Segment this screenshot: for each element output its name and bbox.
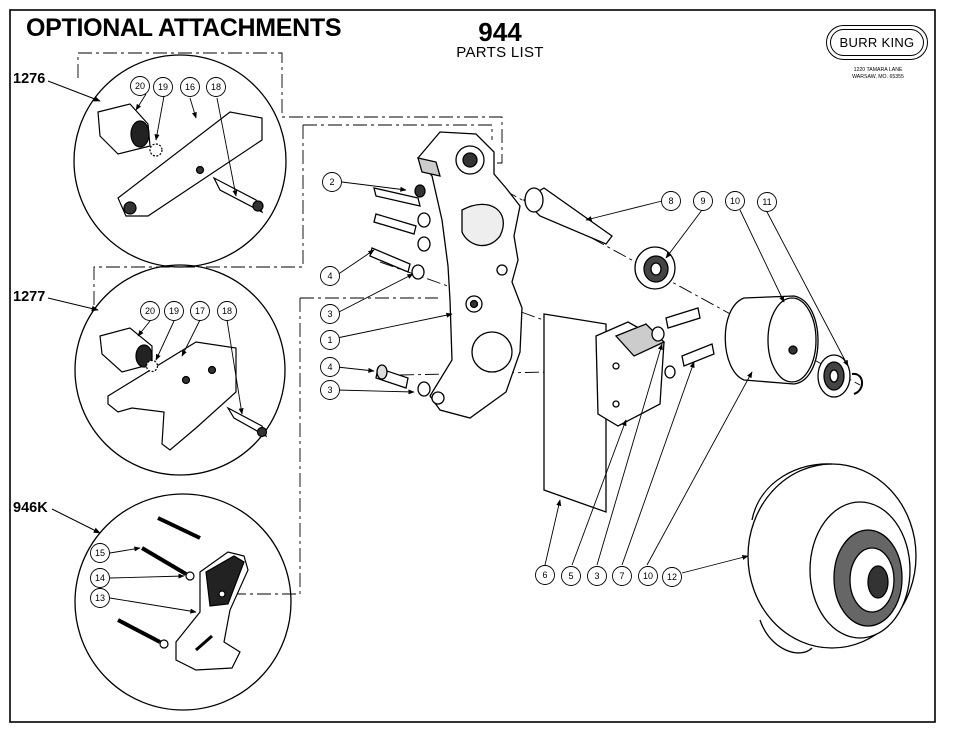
nut-2 <box>414 184 426 198</box>
snap-ring <box>851 372 863 395</box>
callout-1: 1 <box>327 335 332 345</box>
kit-label-946k: 946K <box>13 500 48 516</box>
callout-numbers: 2 4 3 1 4 3 8 9 10 11 6 5 3 7 10 12 20 1… <box>95 81 772 603</box>
callout-12: 12 <box>667 572 677 582</box>
burr-king-logo: BURR KING <box>826 25 928 60</box>
callout-4b: 4 <box>327 362 332 372</box>
leader-lines <box>109 93 849 614</box>
company-address: 1220 TAMARA LANE WARSAW, MO. 65355 <box>830 67 926 80</box>
callout-3b: 3 <box>327 385 332 395</box>
washer-3a <box>411 264 425 280</box>
kit-arrow-946k <box>51 508 101 534</box>
callout-17: 17 <box>195 306 205 316</box>
pin-8 <box>522 187 613 245</box>
platen-6 <box>543 313 607 513</box>
bolt-18b <box>226 406 268 438</box>
arm-16 <box>117 111 263 217</box>
bolt-15 <box>140 546 188 576</box>
callout-14: 14 <box>95 573 105 583</box>
callout-13: 13 <box>95 593 105 603</box>
bolt-2-area <box>373 187 421 207</box>
detail-circle-1276 <box>73 54 287 268</box>
kit-1276-parts <box>97 103 264 217</box>
callout-19b: 19 <box>169 306 179 316</box>
callout-15: 15 <box>95 548 105 558</box>
detail-circle-946k <box>74 493 292 711</box>
detail-circle-1277 <box>74 264 286 476</box>
kit-label-1276: 1276 <box>13 71 46 87</box>
page-title: OPTIONAL ATTACHMENTS <box>26 14 342 42</box>
kit-arrow-1277 <box>47 297 99 312</box>
washer-14 <box>185 571 195 581</box>
kit-946k-parts <box>117 516 249 671</box>
washer-19 <box>149 143 163 157</box>
kit-1277-parts <box>99 327 268 451</box>
callout-18b: 18 <box>222 306 232 316</box>
callout-11: 11 <box>762 197 771 207</box>
bolt-lower <box>117 618 161 644</box>
callout-3a: 3 <box>327 309 332 319</box>
spacer-hole <box>130 120 150 148</box>
callout-8: 8 <box>668 196 673 206</box>
kit-label-1277: 1277 <box>13 289 46 305</box>
callout-6: 6 <box>542 570 547 580</box>
bolt-18 <box>212 176 264 214</box>
callout-18a: 18 <box>211 82 221 92</box>
callout-3c: 3 <box>594 571 599 581</box>
logo-text: BURR KING <box>830 29 924 56</box>
address-line-2: WARSAW, MO. 65355 <box>852 73 904 80</box>
callout-19a: 19 <box>158 82 168 92</box>
bolt-upper <box>157 516 201 540</box>
washer-3c <box>417 381 431 397</box>
kit-arrow-1276 <box>47 80 101 102</box>
model-number: 944 <box>478 17 522 47</box>
callout-5: 5 <box>568 571 573 581</box>
page-border <box>9 9 936 723</box>
callout-2: 2 <box>329 177 334 187</box>
bracket-17 <box>107 341 237 451</box>
contact-wheel-10 <box>724 295 819 385</box>
callout-9: 9 <box>700 196 705 206</box>
callout-10a: 10 <box>730 196 740 206</box>
callout-16: 16 <box>185 82 195 92</box>
washer-19b <box>145 359 159 373</box>
callout-circles <box>90 76 777 608</box>
callout-20a: 20 <box>135 81 145 91</box>
callout-10b: 10 <box>643 571 653 581</box>
address-line-1: 1220 TAMARA LANE <box>853 67 903 73</box>
callout-7: 7 <box>619 571 624 581</box>
parts-list-subtitle: PARTS LIST <box>456 44 544 61</box>
callout-20b: 20 <box>145 306 155 316</box>
main-assembly <box>369 131 917 654</box>
callout-4a: 4 <box>327 271 332 281</box>
